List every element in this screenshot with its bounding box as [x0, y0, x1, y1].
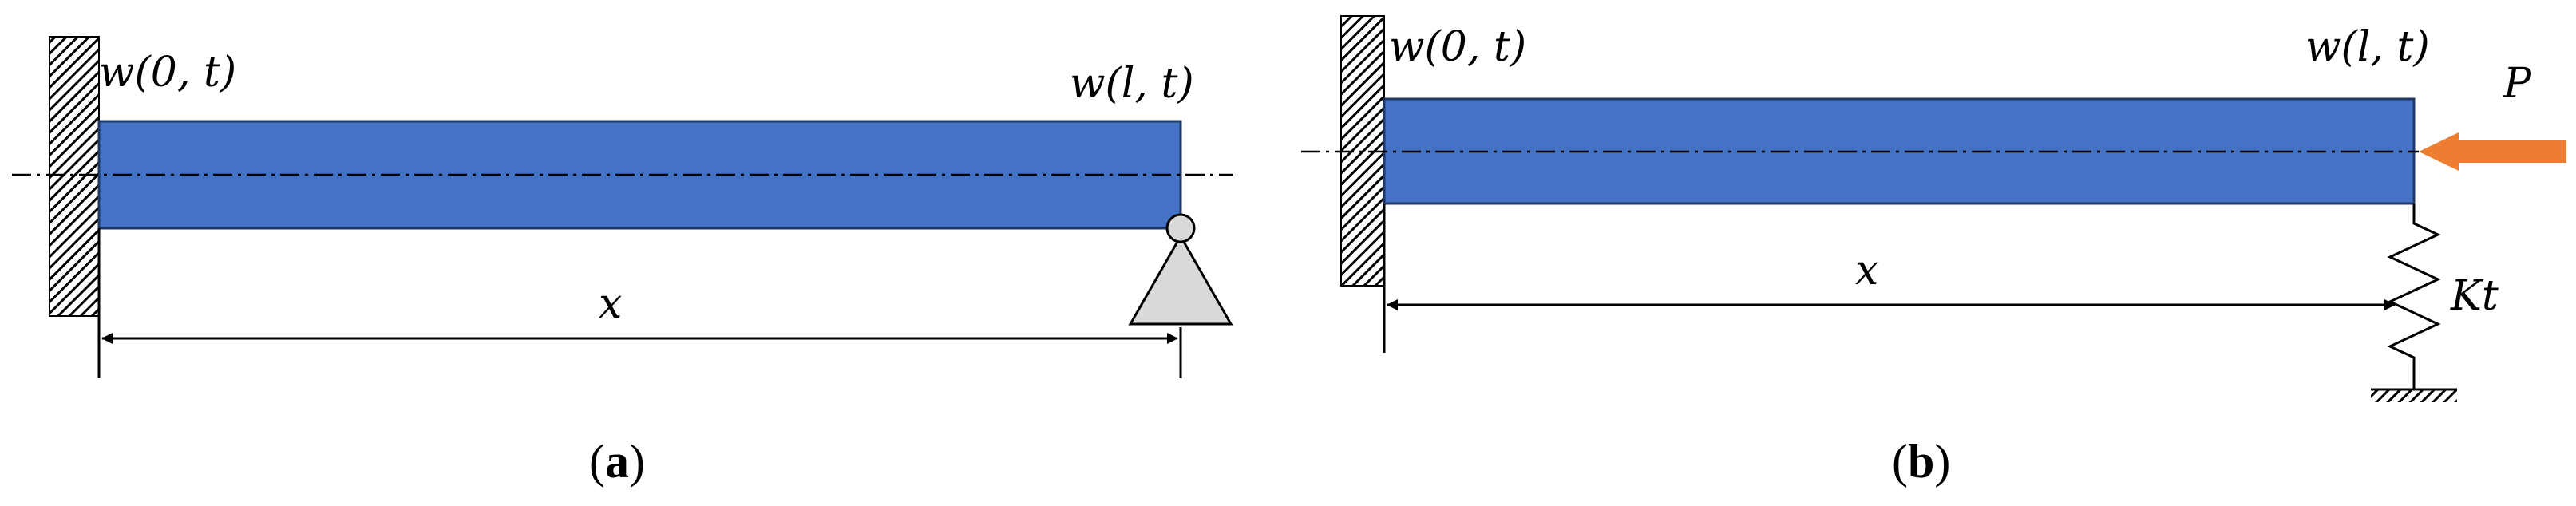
- caption-b: (b): [1892, 435, 1950, 488]
- left-end-label-b: w(0, t): [1389, 23, 1526, 71]
- spring-ground-hatch: [2371, 389, 2457, 402]
- panel-b: w(0, t) w(l, t) P Kt x (b): [1301, 15, 2566, 488]
- axial-load-arrow: [2419, 132, 2566, 171]
- spring-b: [2387, 204, 2441, 389]
- right-end-label-b: w(l, t): [2305, 23, 2430, 71]
- pin-hinge-a: [1165, 213, 1196, 243]
- length-label-b: x: [1855, 247, 1878, 295]
- fixed-wall-a: [49, 36, 100, 317]
- load-label-b: P: [2503, 60, 2532, 108]
- spring-label-b: Kt: [2450, 272, 2499, 320]
- left-end-label-a: w(0, t): [99, 49, 236, 97]
- panel-a: w(0, t) w(l, t) x (a): [12, 36, 1233, 488]
- length-label-a: x: [599, 280, 622, 328]
- right-end-label-a: w(l, t): [1070, 60, 1194, 108]
- caption-a: (a): [589, 435, 645, 488]
- pin-support-a: [1128, 233, 1233, 326]
